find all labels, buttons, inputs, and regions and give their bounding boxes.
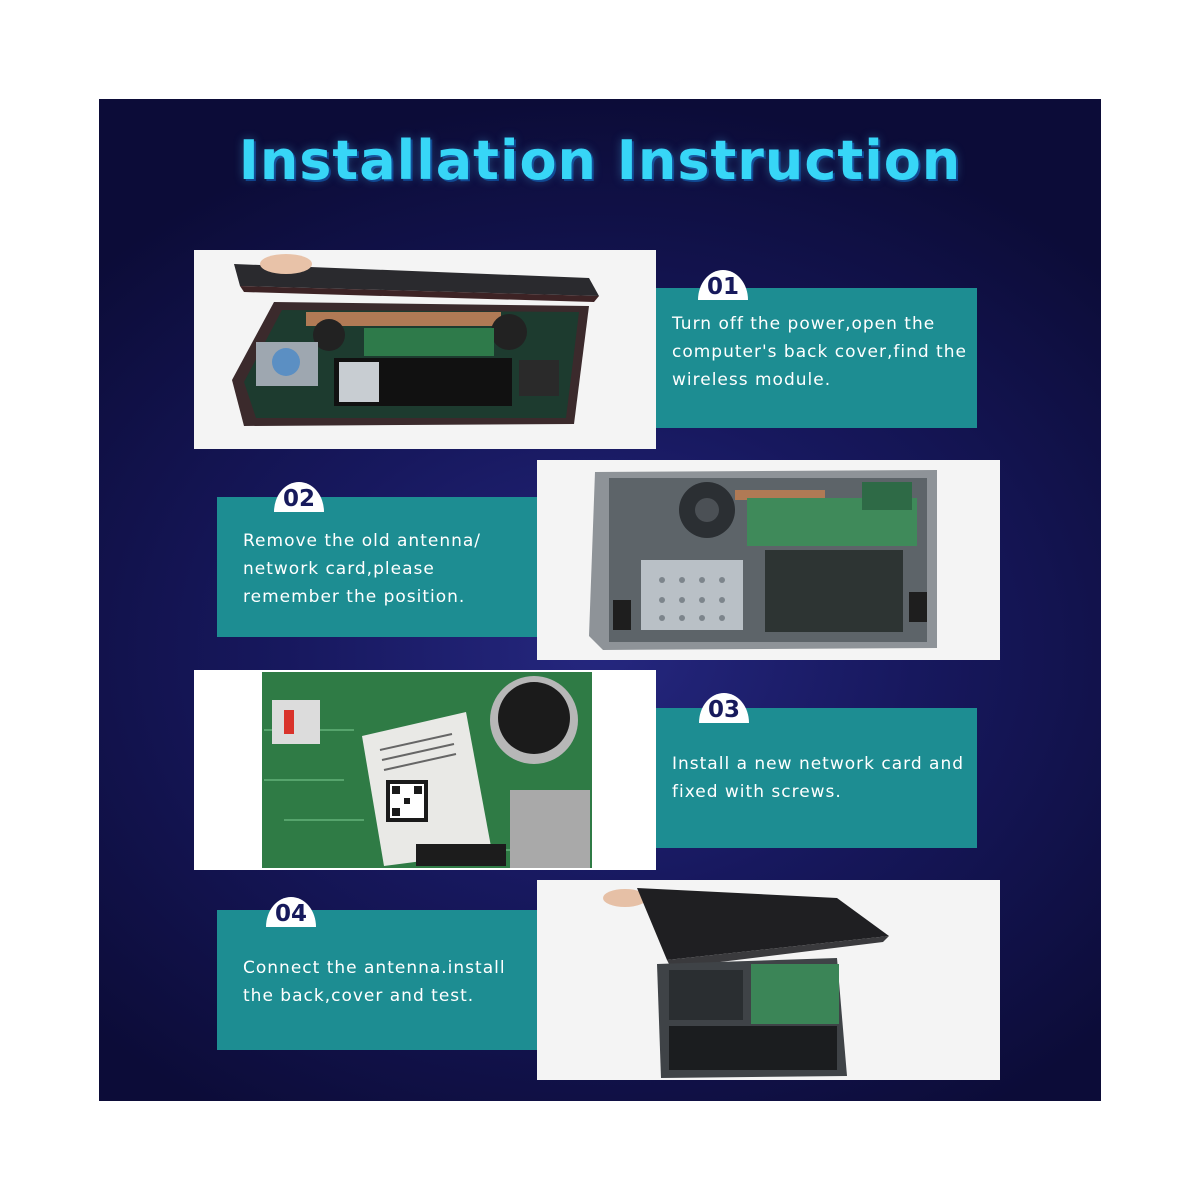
step-04-panel: Connect the antenna.install the back,cov… [217,910,537,1050]
step-02-number: 02 [274,482,324,512]
network-card-closeup-image [194,670,656,870]
step-03-photo [194,670,656,870]
step-02-photo [537,460,1000,660]
laptop-open-cover-image [194,250,656,449]
poster-title: Installation Instruction [238,129,962,192]
step-01-panel: Turn off the power,open the computer's b… [656,288,977,428]
step-03-text: Install a new network card and fixed wit… [672,754,965,802]
laptop-internals-image [537,460,1000,660]
instruction-poster: Installation Instruction [99,99,1101,1101]
step-04-number: 04 [266,897,316,927]
step-04-text: Connect the antenna.install the back,cov… [243,958,506,1006]
laptop-close-cover-image [537,880,1000,1080]
step-01-text: Turn off the power,open the computer's b… [672,314,967,390]
step-03-panel: Install a new network card and fixed wit… [656,708,977,848]
step-03-number: 03 [699,693,749,723]
step-04-photo [537,880,1000,1080]
step-02-text: Remove the old antenna/ network card,ple… [243,531,482,607]
step-01-number: 01 [698,270,748,300]
step-01-photo [194,250,656,449]
step-02-panel: Remove the old antenna/ network card,ple… [217,497,537,637]
